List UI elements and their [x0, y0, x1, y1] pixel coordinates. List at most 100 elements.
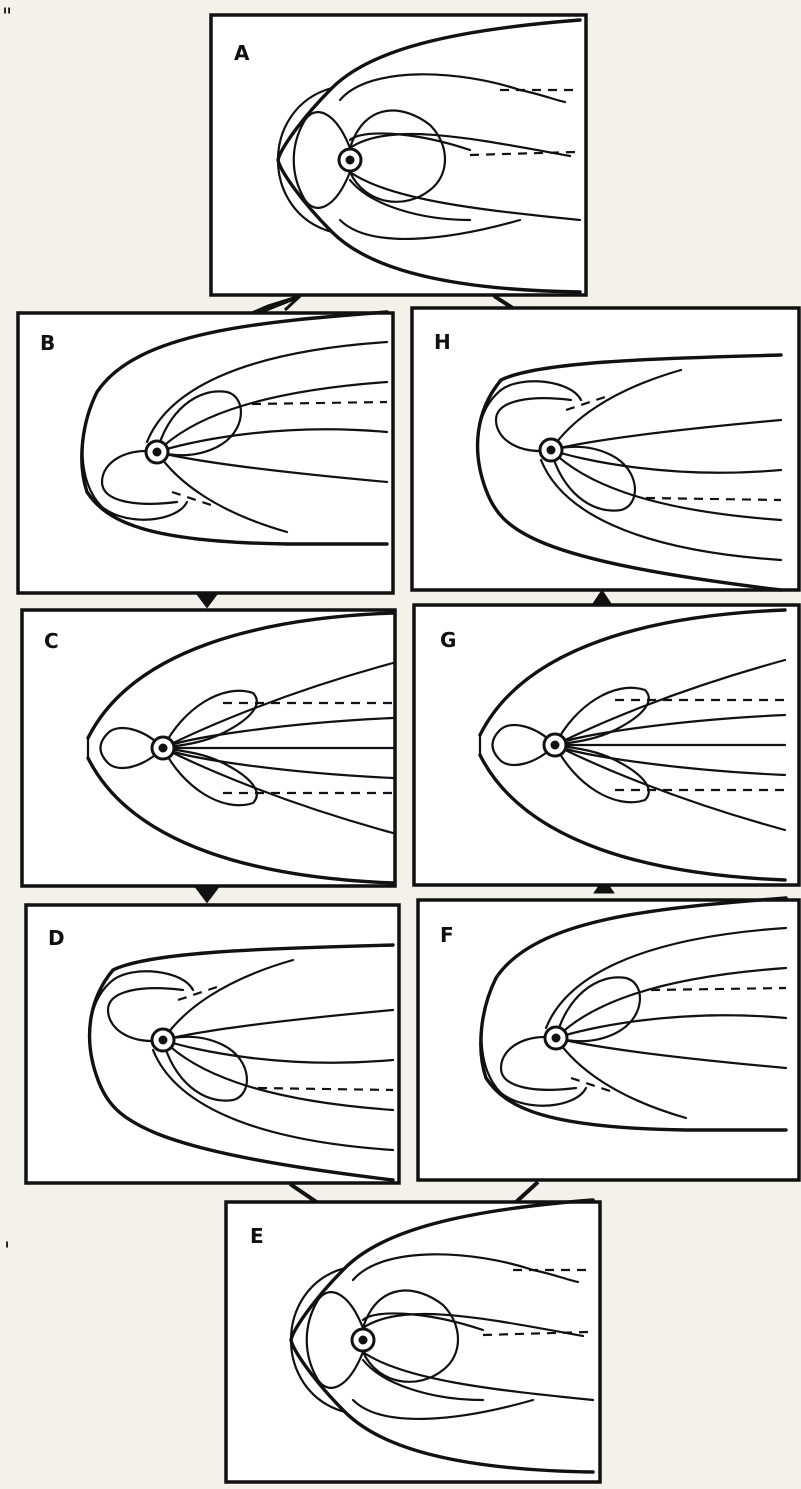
field-line — [499, 1035, 578, 1091]
field-line — [348, 132, 572, 158]
connector-c-to-d — [195, 887, 219, 904]
neutral-sheet-line — [251, 400, 388, 406]
planet-core — [345, 155, 355, 165]
magnetopause-line — [479, 896, 788, 1132]
field-line — [361, 1312, 585, 1338]
panel-e-frame — [224, 1200, 602, 1484]
field-line — [145, 340, 389, 444]
field-line — [151, 1048, 395, 1152]
field-line — [348, 132, 472, 152]
planet-core — [152, 447, 162, 457]
panel-e-field-lines — [289, 1198, 595, 1474]
planet-core — [546, 445, 556, 455]
panel-b-field-lines — [80, 310, 389, 546]
connector-e-f-line — [513, 1180, 540, 1205]
field-line — [348, 109, 447, 203]
field-line — [554, 966, 788, 1040]
panel-b: B — [16, 310, 395, 595]
field-line — [361, 1350, 595, 1402]
field-line — [549, 368, 683, 452]
neutral-sheet-line — [650, 986, 787, 992]
field-line — [338, 218, 522, 240]
neutral-sheet-line — [469, 150, 576, 157]
panel-f: F — [416, 896, 801, 1182]
field-line — [161, 746, 395, 835]
panel-d-field-lines — [87, 943, 395, 1182]
panel-h-field-lines — [475, 353, 783, 592]
panel-h-label: H — [434, 330, 451, 354]
field-line — [161, 661, 395, 750]
field-line — [348, 178, 472, 222]
field-line — [292, 111, 352, 209]
magnetopause-line — [80, 310, 389, 546]
field-line — [494, 397, 573, 453]
planet-core — [358, 1335, 368, 1345]
neutral-sheet-line — [565, 393, 612, 412]
field-line — [539, 458, 783, 562]
panel-g-field-lines — [478, 608, 787, 882]
magnetopause-line — [289, 1198, 595, 1474]
field-line — [549, 448, 783, 522]
panel-f-field-lines — [479, 896, 788, 1132]
field-line — [155, 450, 389, 484]
magnetopause-line — [475, 353, 783, 592]
neutral-sheet-line — [482, 1330, 589, 1337]
panel-e: E — [224, 1198, 602, 1484]
planet-core — [158, 1035, 168, 1045]
field-line — [348, 170, 582, 222]
field-line — [100, 449, 179, 505]
panel-g-label: G — [440, 628, 456, 652]
magnetopause-line — [276, 18, 582, 294]
planet-core — [158, 743, 168, 753]
panel-e-label: E — [250, 1224, 264, 1248]
panel-a-frame — [209, 13, 588, 297]
field-line — [155, 380, 389, 454]
field-line — [351, 1398, 535, 1420]
panel-a-label: A — [234, 41, 250, 65]
field-line — [554, 1014, 788, 1040]
panel-h-frame — [410, 306, 801, 592]
panel-c-label: C — [44, 629, 59, 653]
field-line — [554, 1036, 688, 1120]
field-line — [161, 1038, 395, 1112]
field-line — [361, 1289, 460, 1383]
stray-mark-bottom: ' — [4, 1239, 10, 1264]
field-line — [549, 418, 783, 452]
neutral-sheet-line — [257, 1086, 394, 1092]
panel-c: C — [20, 608, 397, 888]
field-line — [544, 926, 788, 1030]
neutral-sheet-line — [171, 490, 218, 509]
field-line — [161, 1038, 395, 1064]
field-line — [155, 450, 289, 534]
field-line — [553, 658, 787, 747]
field-line — [99, 726, 165, 770]
planet-core — [550, 740, 560, 750]
neutral-sheet-line — [570, 1076, 617, 1095]
panel-f-frame — [416, 898, 801, 1182]
field-line — [361, 1358, 485, 1402]
panel-d: D — [24, 903, 401, 1185]
field-line — [338, 73, 567, 104]
connector-b-to-c — [195, 592, 219, 609]
stray-mark-top: " — [2, 5, 12, 30]
field-line — [361, 1312, 485, 1332]
panel-h: H — [410, 306, 801, 592]
panel-a-field-lines — [276, 18, 582, 294]
field-line — [554, 1036, 788, 1070]
neutral-sheet-line — [177, 983, 224, 1002]
field-line — [161, 958, 295, 1042]
field-line — [161, 1008, 395, 1042]
connector-g-to-h — [591, 589, 613, 606]
neutral-sheet-line — [645, 496, 782, 502]
field-line — [553, 743, 787, 832]
field-line — [491, 723, 557, 767]
panel-g: G — [412, 603, 801, 887]
field-line — [106, 987, 185, 1043]
field-line — [155, 428, 389, 454]
panel-c-field-lines — [86, 611, 395, 885]
planet-core — [551, 1033, 561, 1043]
panel-b-label: B — [40, 331, 55, 355]
panel-a: A — [209, 13, 588, 297]
panel-b-frame — [16, 311, 395, 595]
